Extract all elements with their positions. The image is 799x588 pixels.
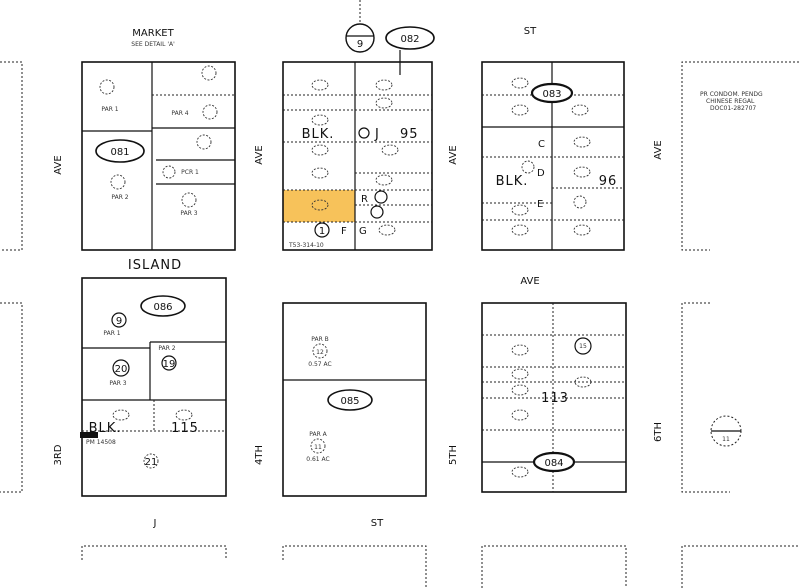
map-page-number: 9 — [357, 39, 363, 50]
parcel-label: PAR 3 — [109, 380, 126, 387]
lot-letter: D — [537, 168, 545, 179]
block-number-96: 96 — [599, 174, 618, 189]
street-ave-1: AVE — [53, 155, 64, 174]
parcel-label: PAR A — [309, 431, 327, 438]
parcel-number: 15 — [579, 343, 587, 350]
book-page-081: 081 — [110, 147, 129, 158]
note-line: CHINESE REGAL — [706, 98, 755, 105]
lot-letter: J — [374, 127, 380, 142]
street-6th: 6TH — [653, 422, 664, 442]
street-5th: 5TH — [448, 445, 459, 465]
street-3rd: 3RD — [53, 444, 64, 465]
book-page-oval-082 — [385, 26, 435, 50]
see-detail-note: SEE DETAIL 'A' — [131, 41, 175, 48]
tract-number: T53-314-10 — [288, 242, 324, 249]
book-page-oval-086 — [140, 295, 186, 317]
parcel-number: 19 — [163, 359, 176, 370]
street-market: MARKET — [132, 28, 174, 39]
bottom-block-4 — [681, 545, 799, 588]
parcel-number: 21 — [145, 457, 158, 468]
note-line: PR CONDOM. PENDG — [700, 91, 763, 98]
book-page-086: 086 — [153, 302, 172, 313]
parcel-label: PM 14508 — [86, 439, 116, 446]
block-label: BLK. — [496, 174, 529, 189]
book-page-oval-085 — [327, 389, 373, 411]
parcel-label: 0.61 AC — [306, 456, 329, 463]
block-095[interactable] — [282, 50, 433, 251]
street-j: J — [153, 518, 157, 529]
block-number-115: 115 — [171, 421, 199, 436]
bottom-block-2 — [282, 545, 427, 588]
street-st-top: ST — [524, 26, 537, 37]
lot-letter: R — [361, 194, 368, 205]
parcel-label: PAR 2 — [158, 345, 175, 352]
block-113[interactable] — [481, 302, 627, 493]
left-block-top — [0, 61, 23, 251]
map-sheet-number: 11 — [722, 436, 730, 443]
book-page-oval-081 — [95, 139, 145, 163]
parcel-number: 11 — [314, 444, 322, 451]
book-page-084: 084 — [544, 458, 563, 469]
parcel-label: PAR 2 — [111, 194, 128, 201]
block-115[interactable] — [80, 277, 227, 497]
map-page-marker — [345, 0, 375, 53]
parcel-number: 12 — [316, 349, 324, 356]
parcel-label: PCR 1 — [181, 169, 199, 176]
block-label: BLK. — [89, 421, 122, 436]
parcel-label: PAR 4 — [171, 110, 188, 117]
parcel-label: PAR B — [311, 336, 329, 343]
left-block-bottom — [0, 302, 23, 493]
lot-letter: F — [341, 226, 347, 237]
note-line: DOC01-282707 — [710, 105, 756, 112]
book-page-085: 085 — [340, 396, 359, 407]
street-ave-middle: AVE — [520, 276, 539, 287]
book-page-083: 083 — [542, 89, 561, 100]
book-page-082: 082 — [400, 34, 419, 45]
highlighted-parcel[interactable] — [283, 190, 355, 222]
street-ave-2: AVE — [254, 145, 265, 164]
block-096[interactable] — [481, 61, 625, 251]
block-081[interactable] — [81, 61, 236, 251]
lot-letter: E — [537, 199, 543, 210]
parcel-number: 9 — [116, 316, 122, 327]
street-st-bottom: ST — [371, 518, 384, 529]
lot-letter: C — [538, 139, 545, 150]
book-page-oval-084 — [532, 451, 576, 473]
block-number-113: 113 — [541, 391, 569, 406]
parcel-label: PAR 1 — [103, 330, 120, 337]
parcel-label: PAR 1 — [101, 106, 118, 113]
bottom-block-1 — [81, 545, 227, 560]
parcel-number: 1 — [319, 226, 325, 237]
right-block-bottom — [681, 302, 730, 493]
parcel-number: 20 — [115, 364, 128, 375]
lot-letter: G — [359, 226, 367, 237]
block-label: BLK. — [302, 127, 335, 142]
block-number-95: 95 — [400, 127, 419, 142]
book-page-oval-083 — [530, 82, 574, 104]
street-island: ISLAND — [128, 258, 182, 273]
street-ave-3: AVE — [448, 145, 459, 164]
block-085[interactable] — [282, 302, 427, 497]
parcel-label: 0.57 AC — [308, 361, 331, 368]
street-4th: 4TH — [254, 445, 265, 465]
street-ave-4: AVE — [653, 140, 664, 159]
parcel-label: PAR 3 — [180, 210, 197, 217]
bottom-block-3 — [481, 545, 627, 588]
